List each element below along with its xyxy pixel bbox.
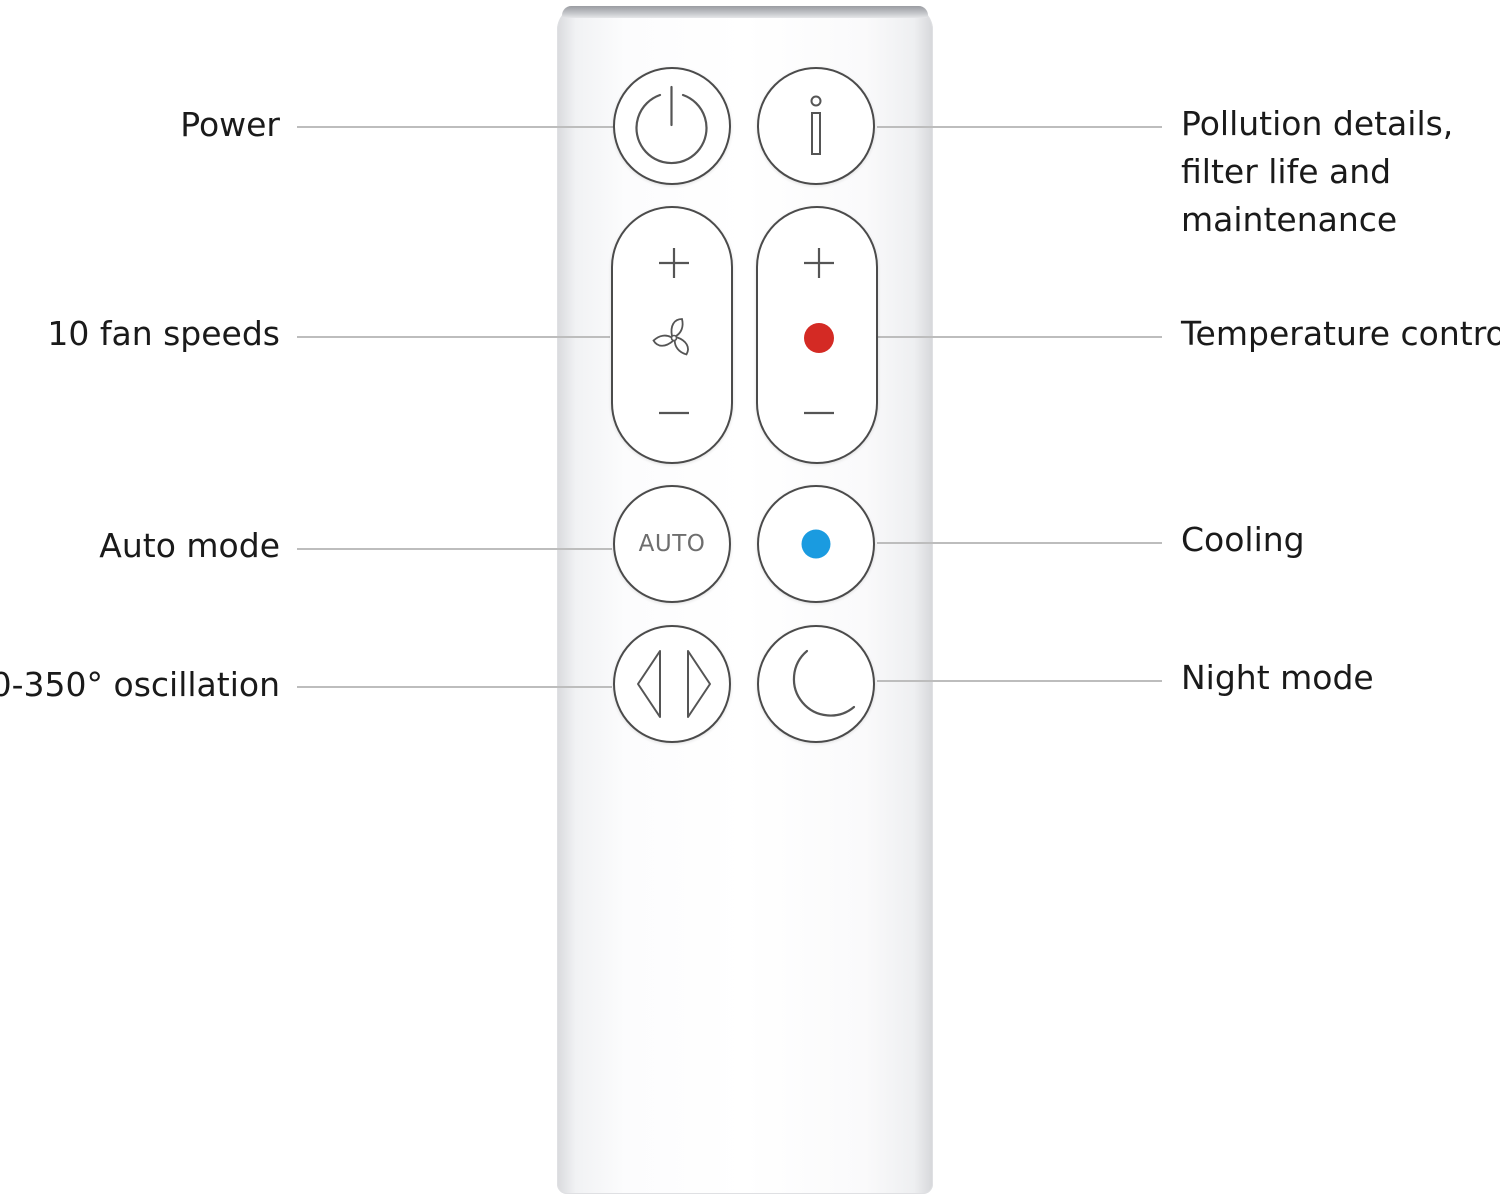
label-pollution-details: Pollution details, filter life and maint… bbox=[1181, 104, 1454, 239]
fan-speed-icons bbox=[652, 248, 689, 415]
remote-control-body bbox=[557, 6, 933, 1194]
moon-icon bbox=[792, 649, 856, 717]
label-cooling: Cooling bbox=[1181, 520, 1305, 559]
leader-line-fan-speeds bbox=[297, 336, 610, 338]
night-mode-button[interactable] bbox=[757, 625, 875, 743]
fan-speed-control[interactable] bbox=[611, 206, 733, 464]
label-fan-speeds: 10 fan speeds bbox=[47, 314, 280, 353]
fan-speed-plus-icon[interactable] bbox=[659, 248, 689, 278]
leader-line-night-mode bbox=[877, 680, 1162, 682]
cooling-button[interactable] bbox=[757, 485, 875, 603]
fan-icon bbox=[652, 318, 689, 356]
leader-line-pollution bbox=[877, 126, 1162, 128]
leader-line-temperature bbox=[877, 336, 1162, 338]
heat-dot-icon bbox=[804, 323, 834, 353]
oscillation-button[interactable] bbox=[613, 625, 731, 743]
power-icon bbox=[635, 85, 708, 165]
auto-button-label: AUTO bbox=[638, 531, 706, 557]
label-temperature-control: Temperature control bbox=[1181, 314, 1500, 353]
info-button[interactable] bbox=[757, 67, 875, 185]
temperature-icons bbox=[804, 248, 834, 415]
label-auto-mode: Auto mode bbox=[99, 526, 280, 565]
temperature-control[interactable] bbox=[756, 206, 878, 464]
temperature-plus-icon[interactable] bbox=[804, 248, 834, 278]
leader-line-cooling bbox=[877, 542, 1162, 544]
power-button[interactable] bbox=[613, 67, 731, 185]
leader-line-auto-mode bbox=[297, 548, 612, 550]
leader-line-oscillation bbox=[297, 686, 612, 688]
label-power: Power bbox=[180, 105, 280, 144]
cool-dot-icon bbox=[801, 529, 831, 559]
auto-mode-button[interactable]: AUTO bbox=[613, 485, 731, 603]
label-night-mode: Night mode bbox=[1181, 658, 1374, 697]
leader-line-power bbox=[297, 126, 613, 128]
label-oscillation: 0-350° oscillation bbox=[0, 665, 280, 704]
remote-top-edge bbox=[562, 6, 928, 18]
oscillation-icon bbox=[637, 650, 711, 718]
info-icon bbox=[810, 95, 822, 155]
